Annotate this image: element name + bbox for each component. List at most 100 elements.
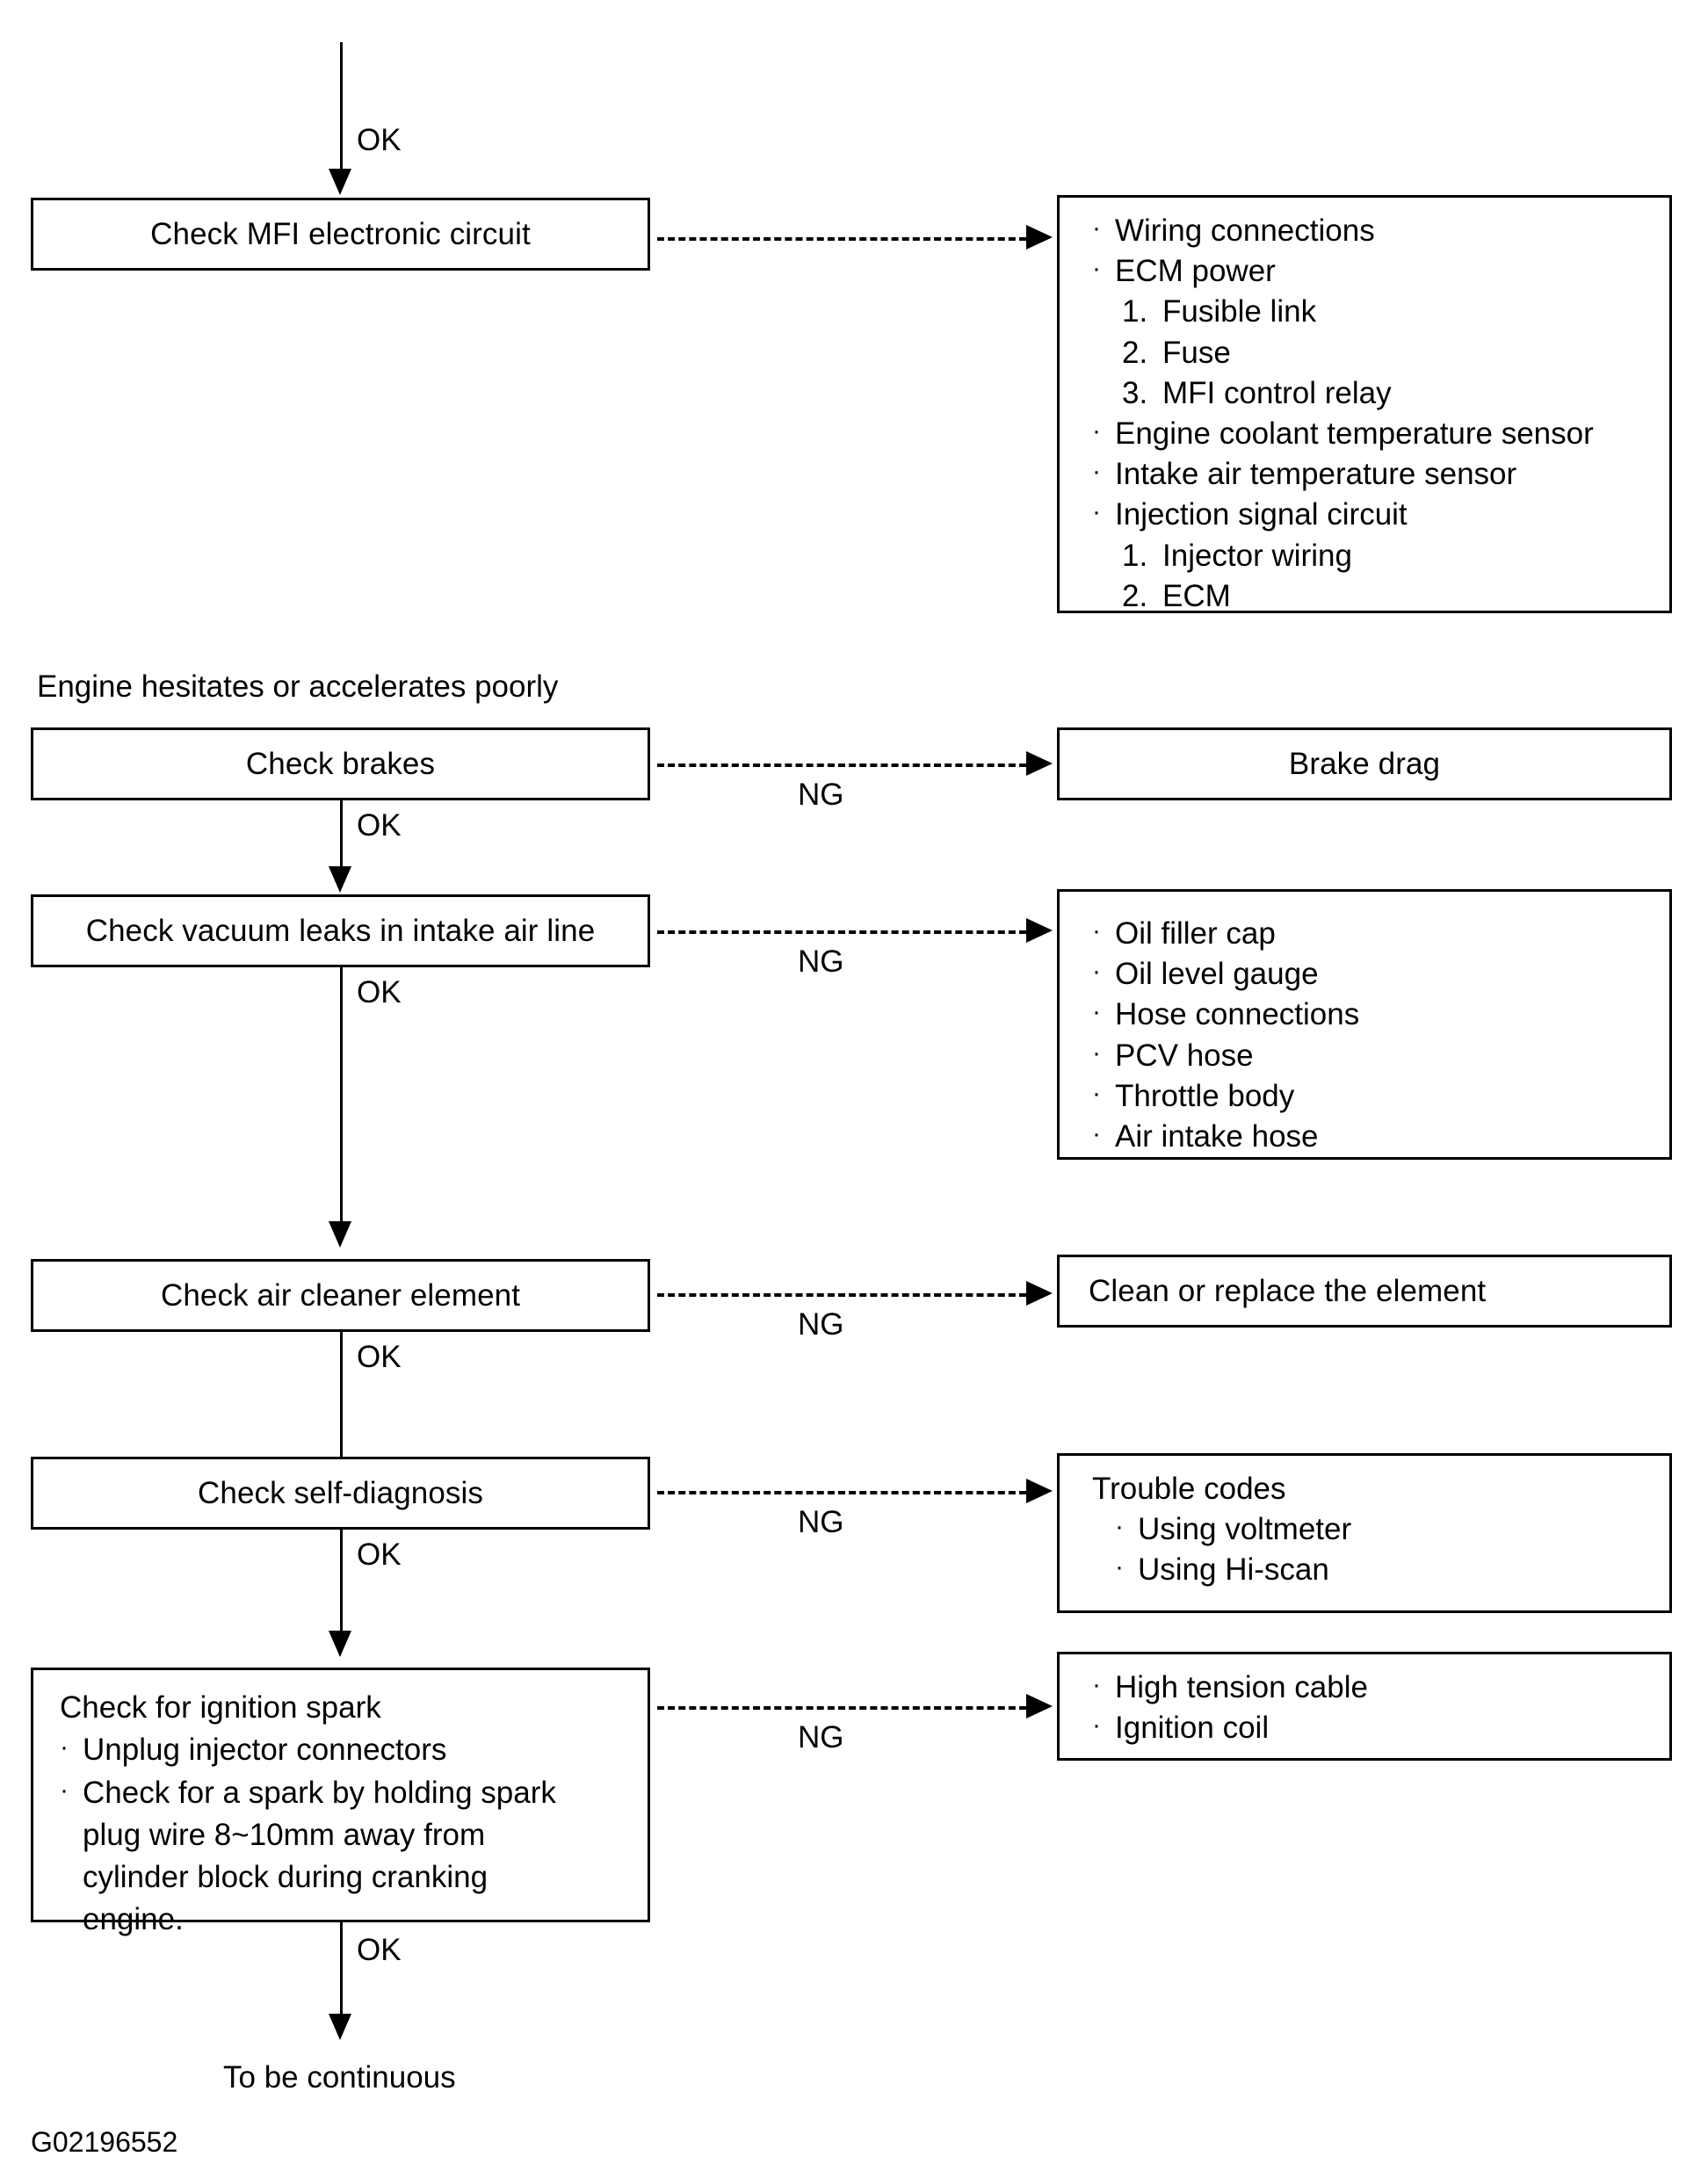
list-item-label: ECM power bbox=[1115, 254, 1276, 289]
list-item-label: Engine coolant temperature sensor bbox=[1115, 416, 1594, 451]
list-item: ·Throttle body bbox=[1092, 1076, 1663, 1117]
list-item-label: Using Hi-scan bbox=[1138, 1552, 1329, 1588]
list-item: ·Oil level gauge bbox=[1092, 954, 1663, 995]
arrowhead-brakes-to-vacuum bbox=[329, 866, 351, 893]
list-header: Trouble codes bbox=[1092, 1469, 1663, 1509]
bullet-icon: · bbox=[1115, 1552, 1124, 1582]
list-item: · Unplug injector connectors bbox=[60, 1729, 631, 1771]
list-item: · Using voltmeter bbox=[1092, 1509, 1663, 1550]
list-item: · Check for a spark by holding spark plug… bbox=[60, 1772, 631, 1942]
edge-label-ng-air-cleaner: NG bbox=[798, 1307, 844, 1342]
bullet-icon: · bbox=[60, 1733, 69, 1762]
node-vacuum-checklist bbox=[1057, 889, 1672, 1160]
arrowhead-brakes-to-brake-drag bbox=[1026, 751, 1053, 776]
list-item: · Oil filler cap bbox=[1092, 914, 1663, 954]
node-check-ignition-spark[interactable] bbox=[31, 1668, 650, 1922]
figure-code: G02196552 bbox=[31, 2126, 178, 2158]
list-item: · Air intake hose bbox=[1092, 1117, 1663, 1157]
list-item: 1.Fusible link bbox=[1092, 292, 1663, 332]
edge-label-ok-ignition: OK bbox=[357, 1933, 402, 1967]
edge-label-ng-self-diagnosis: NG bbox=[798, 1505, 844, 1539]
list-number: 2. bbox=[1122, 335, 1148, 370]
list-item-label: High tension cable bbox=[1115, 1670, 1368, 1704]
list-number: 1. bbox=[1122, 538, 1148, 573]
bullet-icon: · bbox=[1092, 457, 1101, 487]
list-item: · Injection signal circuit bbox=[1092, 495, 1663, 535]
bullet-icon: · bbox=[1092, 213, 1101, 242]
connector-ignition-to-list bbox=[657, 1706, 1026, 1710]
edge-label-ok-air-cleaner: OK bbox=[357, 1340, 402, 1374]
list-item: ·Ignition coil bbox=[1092, 1708, 1663, 1748]
list-number: 2. bbox=[1122, 578, 1148, 613]
list-item-label: Oil filler cap bbox=[1115, 916, 1276, 951]
node-clean-or-replace-element: Clean or replace the element bbox=[1057, 1255, 1672, 1328]
node-check-air-cleaner-element[interactable]: Check air cleaner element bbox=[31, 1259, 650, 1332]
bullet-icon: · bbox=[1092, 254, 1101, 284]
connector-air-cleaner-to-action bbox=[657, 1293, 1026, 1297]
node-ignition-checklist bbox=[1057, 1652, 1672, 1761]
list-item-label: Wiring connections bbox=[1115, 213, 1375, 248]
list-item-label: Injector wiring bbox=[1162, 538, 1352, 573]
bullet-icon: · bbox=[60, 1775, 69, 1805]
list-item-label: Throttle body bbox=[1115, 1078, 1295, 1113]
arrowhead-ignition-to-end bbox=[329, 2014, 351, 2040]
arrowhead-vacuum-to-air-cleaner bbox=[329, 1221, 351, 1248]
arrowhead-mfi-to-list bbox=[1026, 225, 1053, 250]
list-item-label: ECM bbox=[1162, 578, 1231, 613]
edge-label-ok-vacuum: OK bbox=[357, 975, 402, 1009]
edge-label-ok-self-diagnosis: OK bbox=[357, 1538, 402, 1572]
arrowhead-ignition-to-list bbox=[1026, 1694, 1053, 1719]
node-check-self-diagnosis[interactable]: Check self-diagnosis bbox=[31, 1457, 650, 1530]
bullet-icon: · bbox=[1092, 416, 1101, 445]
node-check-mfi-electronic-circuit[interactable]: Check MFI electronic circuit bbox=[31, 198, 650, 271]
edge-label-ok-incoming: OK bbox=[357, 123, 402, 157]
list-item-label: Fuse bbox=[1162, 335, 1231, 370]
node-label: Brake drag bbox=[1288, 746, 1441, 781]
bullet-icon: · bbox=[1092, 497, 1101, 527]
ignition-checklist-items: ·High tension cable ·Ignition coil bbox=[1092, 1668, 1663, 1748]
arrowhead-air-cleaner-to-action bbox=[1026, 1281, 1053, 1306]
bullet-icon: · bbox=[1092, 916, 1101, 945]
connector-mfi-to-list bbox=[657, 237, 1026, 241]
list-number: 1. bbox=[1122, 294, 1148, 329]
list-header-label: Trouble codes bbox=[1092, 1472, 1286, 1506]
flow-line-air-cleaner-to-self-diagnosis bbox=[340, 1332, 343, 1457]
edge-label-ok-brakes: OK bbox=[357, 808, 402, 843]
node-check-vacuum-leaks[interactable]: Check vacuum leaks in intake air line bbox=[31, 894, 650, 967]
list-item-label: MFI control relay bbox=[1162, 375, 1392, 410]
node-mfi-checklist bbox=[1057, 195, 1672, 613]
node-check-brakes[interactable]: Check brakes bbox=[31, 727, 650, 800]
bullet-icon: · bbox=[1092, 997, 1101, 1027]
edge-label-ng-brakes: NG bbox=[798, 778, 844, 812]
list-item: 1. Injector wiring bbox=[1092, 536, 1663, 576]
end-label: To be continuous bbox=[223, 2060, 456, 2095]
list-item: ·PCV hose bbox=[1092, 1036, 1663, 1076]
connector-brakes-to-brake-drag bbox=[657, 763, 1026, 767]
node-label: Check self-diagnosis bbox=[198, 1475, 483, 1510]
list-item-label: Check for a spark by holding spark plug … bbox=[83, 1775, 556, 1937]
ignition-spark-header: Check for ignition spark bbox=[60, 1690, 381, 1725]
list-item: ·Hose connections bbox=[1092, 995, 1663, 1035]
flow-line-ignition-to-end bbox=[340, 1922, 343, 2019]
flow-line-incoming bbox=[340, 42, 343, 174]
list-item-label: Air intake hose bbox=[1115, 1118, 1319, 1154]
arrowhead-incoming bbox=[329, 169, 351, 195]
list-item: · Wiring connections bbox=[1092, 211, 1663, 251]
connector-self-diagnosis-to-trouble-codes bbox=[657, 1491, 1026, 1494]
section-title: Engine hesitates or accelerates poorly bbox=[37, 669, 559, 704]
list-item: ·High tension cable bbox=[1092, 1668, 1663, 1708]
list-item-label: Using voltmeter bbox=[1138, 1512, 1352, 1547]
list-item-label: Injection signal circuit bbox=[1115, 497, 1408, 532]
list-item-label: Unplug injector connectors bbox=[83, 1733, 447, 1768]
bullet-icon: · bbox=[1092, 957, 1101, 987]
bullet-icon: · bbox=[1092, 1118, 1101, 1148]
vacuum-checklist-items: · Oil filler cap ·Oil level gauge ·Hose c… bbox=[1092, 914, 1663, 1157]
list-item: 2. Fuse bbox=[1092, 333, 1663, 373]
arrowhead-vacuum-to-list bbox=[1026, 918, 1053, 943]
bullet-icon: · bbox=[1115, 1512, 1124, 1542]
node-label: Check vacuum leaks in intake air line bbox=[85, 913, 596, 948]
arrowhead-self-diagnosis-to-ignition bbox=[329, 1631, 351, 1657]
flow-line-brakes-to-vacuum bbox=[340, 800, 343, 869]
list-item: 2. ECM bbox=[1092, 576, 1663, 617]
